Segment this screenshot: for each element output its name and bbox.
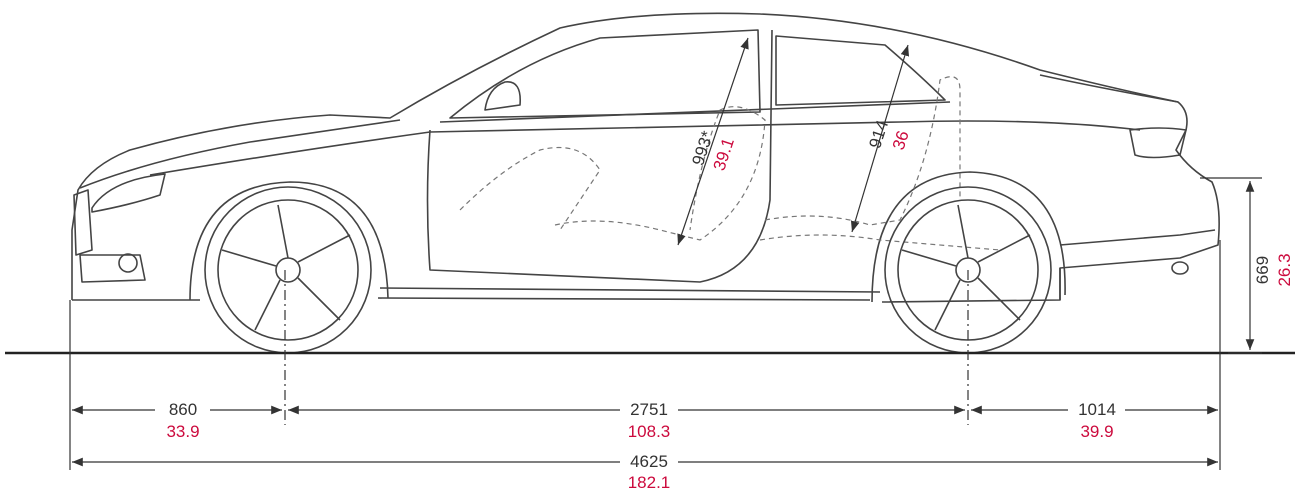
rear-headroom-dim — [850, 44, 910, 233]
hood-line — [79, 119, 401, 189]
rear-spokes — [901, 204, 1031, 331]
dimension-lines — [69, 37, 1262, 470]
rear-quarter-window — [775, 35, 946, 106]
interior-dashed — [459, 76, 1001, 251]
front-seat-outline — [554, 106, 766, 241]
sill-height-mm: 669 — [1253, 256, 1272, 284]
dimension-labels: 860 33.9 2751 108.3 1014 39.9 4625 182.1… — [166, 118, 1294, 492]
rear-headroom-in: 36 — [889, 128, 913, 152]
wheelbase-mm: 2751 — [630, 400, 668, 419]
rear-bumper — [1059, 229, 1216, 246]
front-headroom-dim — [677, 37, 749, 246]
side-window — [449, 29, 761, 119]
taillight — [1129, 127, 1187, 159]
body-lower-line — [72, 268, 1061, 301]
sill-height-in: 26.3 — [1275, 253, 1294, 286]
headlight — [91, 173, 166, 213]
sill-line — [379, 287, 881, 293]
rear-seat-outline — [764, 76, 961, 226]
side-mirror — [484, 81, 522, 111]
front-overhang-in: 33.9 — [166, 422, 199, 441]
wheelbase-in: 108.3 — [628, 422, 671, 441]
front-rim — [217, 199, 359, 341]
front-fog-area — [79, 254, 146, 283]
rear-overhang-in: 39.9 — [1080, 422, 1113, 441]
car-body — [71, 12, 1220, 303]
exhaust-pipe — [1171, 261, 1189, 275]
overall-length-mm: 4625 — [630, 452, 668, 471]
trunk-edge — [1039, 74, 1179, 103]
rear-occupant — [759, 234, 1001, 251]
front-hub — [275, 257, 301, 283]
fog-light — [118, 253, 138, 273]
front-wheel — [204, 186, 372, 354]
front-occupant-legs — [459, 146, 601, 231]
overall-length-in: 182.1 — [628, 473, 671, 492]
rear-overhang-mm: 1014 — [1078, 400, 1116, 419]
door-outline — [426, 29, 773, 283]
front-wheel-arch — [189, 181, 389, 301]
body-silhouette — [71, 12, 1220, 303]
front-overhang-mm: 860 — [169, 400, 197, 419]
shoulder-line — [149, 120, 1141, 176]
front-spokes — [221, 204, 351, 331]
front-tire — [204, 186, 372, 354]
front-grille — [73, 189, 93, 256]
rear-wheel-arch — [871, 171, 1066, 303]
